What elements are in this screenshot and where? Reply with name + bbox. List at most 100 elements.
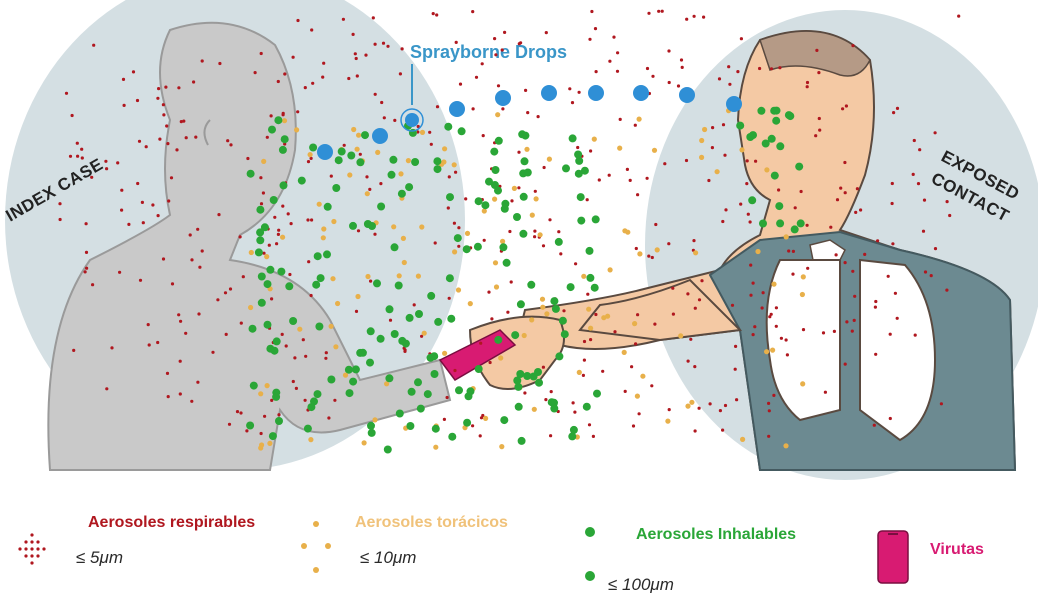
respirable-dot <box>775 306 778 309</box>
respirable-dot <box>170 176 173 179</box>
thoracic-legend-title: Aerosoles torácicos <box>355 514 508 532</box>
inhalable-dot <box>550 297 558 305</box>
thoracic-dot <box>665 419 670 424</box>
respirable-dot <box>266 136 269 139</box>
respirable-dot <box>800 190 803 193</box>
thoracic-dot <box>524 147 529 152</box>
thoracic-dot <box>282 118 287 123</box>
respirable-dot <box>493 37 496 40</box>
respirable-dot <box>889 333 892 336</box>
respirable-dot <box>365 175 368 178</box>
respirable-dot <box>105 387 108 390</box>
inhalable-dot <box>269 432 277 440</box>
respirable-dot <box>92 44 95 47</box>
respirable-dot <box>270 399 273 402</box>
respirable-dot <box>239 235 242 238</box>
respirable-dot <box>141 201 144 204</box>
respirable-dot <box>829 226 832 229</box>
thoracic-dot <box>693 250 698 255</box>
thoracic-dot <box>433 445 438 450</box>
respirable-dot <box>787 249 790 252</box>
respirable-dot <box>668 81 671 84</box>
respirable-dot <box>354 52 357 55</box>
inhalable-dot <box>424 390 432 398</box>
inhalable-dot <box>280 181 288 189</box>
respirable-dot <box>686 292 689 295</box>
inhalable-dot <box>361 131 369 139</box>
inhalable-dot <box>246 422 254 430</box>
respirable-dot <box>739 203 742 206</box>
thoracic-dot <box>416 274 421 279</box>
respirable-dot <box>481 62 484 65</box>
respirable-dot <box>369 280 372 283</box>
respirable-dot <box>136 182 139 185</box>
respirable-dot <box>922 230 925 233</box>
respirable-dot <box>806 85 809 88</box>
inhalable-dot <box>516 370 524 378</box>
inhalable-dot <box>327 376 335 384</box>
respirable-dot <box>753 325 756 328</box>
respirable-dot <box>745 182 748 185</box>
thoracic-dot <box>715 169 720 174</box>
inhalable-dot <box>349 378 357 386</box>
respirable-dot <box>582 374 585 377</box>
respirable-dot <box>822 331 825 334</box>
respirable-dot <box>246 157 249 160</box>
respirable-dot <box>734 345 737 348</box>
inhalable-dot <box>314 252 322 260</box>
thoracic-dot <box>617 146 622 151</box>
respirable-dot <box>629 179 632 182</box>
inhalable-dot <box>415 310 423 318</box>
respirable-dot <box>761 306 764 309</box>
respirable-dot <box>934 247 937 250</box>
respirable-dot <box>792 250 795 253</box>
respirable-dot <box>494 53 497 56</box>
thoracic-dot <box>685 404 690 409</box>
respirable-dot <box>728 83 731 86</box>
respirable-dot <box>304 355 307 358</box>
respirable-dot <box>177 313 180 316</box>
inhalable-dot <box>312 281 320 289</box>
respirable-dot <box>383 116 386 119</box>
respirable-dot <box>270 114 273 117</box>
respirable-dot <box>333 399 336 402</box>
inhalable-dot <box>261 223 269 231</box>
respirable-dot <box>891 242 894 245</box>
thoracic-dot <box>258 445 263 450</box>
inhalable-dot <box>569 134 577 142</box>
respirable-dot <box>296 19 299 22</box>
thoracic-legend-icon <box>301 521 331 573</box>
respirable-dot <box>184 332 187 335</box>
respirable-dot <box>482 134 485 137</box>
respirable-dot <box>934 131 937 134</box>
respirable-dot <box>752 333 755 336</box>
thoracic-dot <box>740 437 745 442</box>
respirable-dot <box>889 417 892 420</box>
inhalable-dot <box>785 111 793 119</box>
respirable-dot <box>497 84 500 87</box>
respirable-dot <box>201 249 204 252</box>
respirable-dot <box>157 214 160 217</box>
respirable-dot <box>189 233 192 236</box>
thoracic-dot <box>635 394 640 399</box>
inhalable-dot <box>405 183 413 191</box>
respirable-dot <box>105 167 108 170</box>
respirable-dot <box>382 42 385 45</box>
respirable-dot <box>454 171 457 174</box>
inhalable-dot <box>519 169 527 177</box>
thoracic-dot <box>655 247 660 252</box>
inhalable-dot <box>432 425 440 433</box>
respirable-dot <box>835 253 838 256</box>
spray-drop <box>633 85 649 101</box>
respirable-dot <box>110 346 113 349</box>
respirable-dot <box>471 10 474 13</box>
respirable-dot <box>721 429 724 432</box>
inhalable-dot <box>555 352 563 360</box>
respirable-dot <box>285 344 288 347</box>
inhalable-dot <box>250 382 258 390</box>
inhalable-dot <box>474 243 482 251</box>
inhalable-dot <box>559 317 567 325</box>
respirable-dot <box>192 80 195 83</box>
respirable-dot <box>151 203 154 206</box>
respirable-dot <box>403 350 406 353</box>
